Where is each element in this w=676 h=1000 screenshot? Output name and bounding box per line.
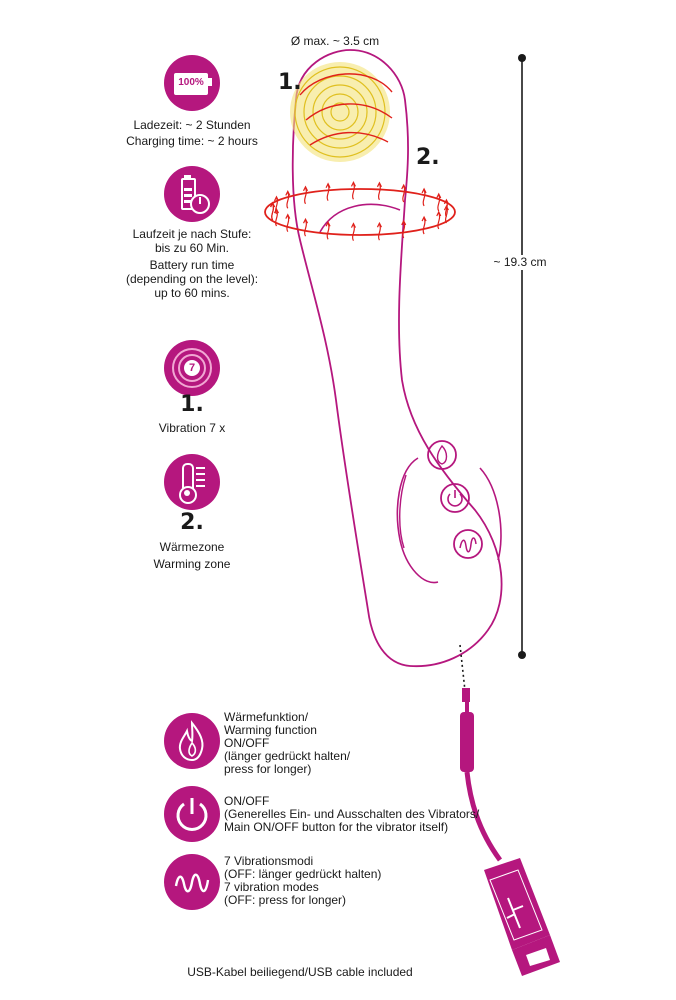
power-desc-1: ON/OFF (224, 794, 270, 808)
warming-label-en: Warming zone (153, 557, 231, 571)
wave-desc-4: (OFF: press for longer) (224, 893, 347, 907)
runtime-line-4: (depending on the level): (125, 272, 259, 286)
body-power-button (440, 483, 470, 513)
heat-arrow (436, 192, 442, 199)
heat-wave (422, 217, 426, 235)
battery-icon: 100% (164, 55, 220, 111)
runtime-line-5: up to 60 mins. (154, 286, 230, 300)
heat-arrow (376, 181, 382, 188)
heat-wave (352, 183, 355, 200)
heat-arrow (350, 222, 357, 228)
vibrator-outline (291, 49, 503, 668)
power-desc-3: Main ON/OFF button for the vibrator itse… (224, 820, 449, 834)
heat-wave (402, 185, 406, 203)
heat-arrow (273, 207, 280, 214)
usb-cable-note: USB-Kabel beiliegend/USB cable included (187, 965, 413, 979)
heat-wave (275, 209, 278, 227)
length-label: ~ 19.3 cm (485, 255, 555, 270)
flame-desc-5: press for longer) (224, 762, 312, 776)
marker-2: 2. (416, 145, 440, 170)
vibration-zone (290, 62, 393, 162)
vibration-icon-number: 7 (184, 360, 200, 376)
heat-arrow (270, 201, 276, 208)
charging-time-en: Charging time: ~ 2 hours (126, 134, 258, 148)
warming-number: 2. (180, 510, 204, 535)
heat-arrow (421, 215, 427, 222)
flame-desc-3: ON/OFF (224, 736, 270, 750)
heat-wave (437, 194, 441, 212)
length-dimension-line (518, 54, 526, 659)
runtime-line-2: bis zu 60 Min. (154, 241, 230, 255)
heat-wave (402, 221, 406, 239)
thermometer-icon (164, 454, 220, 510)
heat-arrow (325, 220, 331, 227)
heat-arrow (443, 198, 449, 205)
usb-cable (460, 688, 503, 862)
warming-ring (264, 181, 456, 241)
charging-time-de: Ladezeit: ~ 2 Stunden (133, 118, 251, 132)
power-desc-2: (Generelles Ein- und Ausschalten des Vib… (224, 807, 480, 821)
heat-arrow (421, 187, 427, 194)
vibration-icon: 7 (164, 340, 220, 396)
heat-wave (304, 187, 307, 205)
heat-wave (286, 192, 290, 209)
flame-desc-2: Warming function (224, 723, 317, 737)
flame-desc-4: (länger gedrückt halten/ (224, 749, 351, 763)
heat-wave (437, 212, 441, 230)
flame-icon (164, 713, 220, 769)
wave-desc-3: 7 vibration modes (224, 880, 319, 894)
marker-1: 1. (278, 70, 302, 95)
heat-wave (271, 203, 275, 221)
heat-arrow (285, 213, 291, 219)
runtime-line-1: Laufzeit je nach Stufe: (132, 227, 252, 241)
diameter-label: Ø max. ~ 3.5 cm (290, 34, 380, 48)
heat-arrow (436, 210, 442, 217)
control-panel (396, 457, 502, 584)
wave-desc-2: (OFF: länger gedrückt halten) (224, 867, 382, 881)
wave-desc-1: 7 Vibrationsmodi (224, 854, 314, 868)
vibration-number: 1. (180, 392, 204, 417)
heat-arrow (443, 204, 449, 211)
heat-arrow (325, 182, 331, 188)
heat-wave (378, 223, 381, 241)
usb-plug (484, 858, 560, 976)
heat-wave (326, 223, 330, 240)
runtime-line-3: Battery run time (149, 258, 235, 272)
heat-wave (352, 224, 355, 241)
heat-wave (275, 197, 278, 215)
heat-arrow (350, 181, 357, 187)
body-flame-button (427, 440, 457, 470)
warming-label-de: Wärmezone (159, 540, 225, 554)
heat-wave (422, 189, 426, 207)
flame-desc-1: Wärmefunktion/ (224, 710, 309, 724)
body-wave-button (453, 529, 483, 559)
heat-arrow (273, 195, 280, 202)
heat-arrow (401, 219, 407, 226)
heat-arrow (285, 189, 291, 196)
battery-percentage: 100% (178, 77, 204, 88)
heat-wave (304, 219, 307, 237)
heat-wave (326, 184, 330, 202)
heat-wave (286, 215, 290, 232)
power-icon (164, 786, 220, 842)
heat-wave (378, 183, 381, 201)
heat-arrow (376, 221, 382, 228)
battery-timer-icon (164, 166, 220, 222)
wave-icon (164, 854, 220, 910)
heat-wave (444, 206, 448, 224)
heat-arrow (401, 183, 407, 190)
vibration-label: Vibration 7 x (158, 421, 226, 435)
heat-arrow (302, 217, 309, 224)
heat-arrow (302, 185, 309, 192)
